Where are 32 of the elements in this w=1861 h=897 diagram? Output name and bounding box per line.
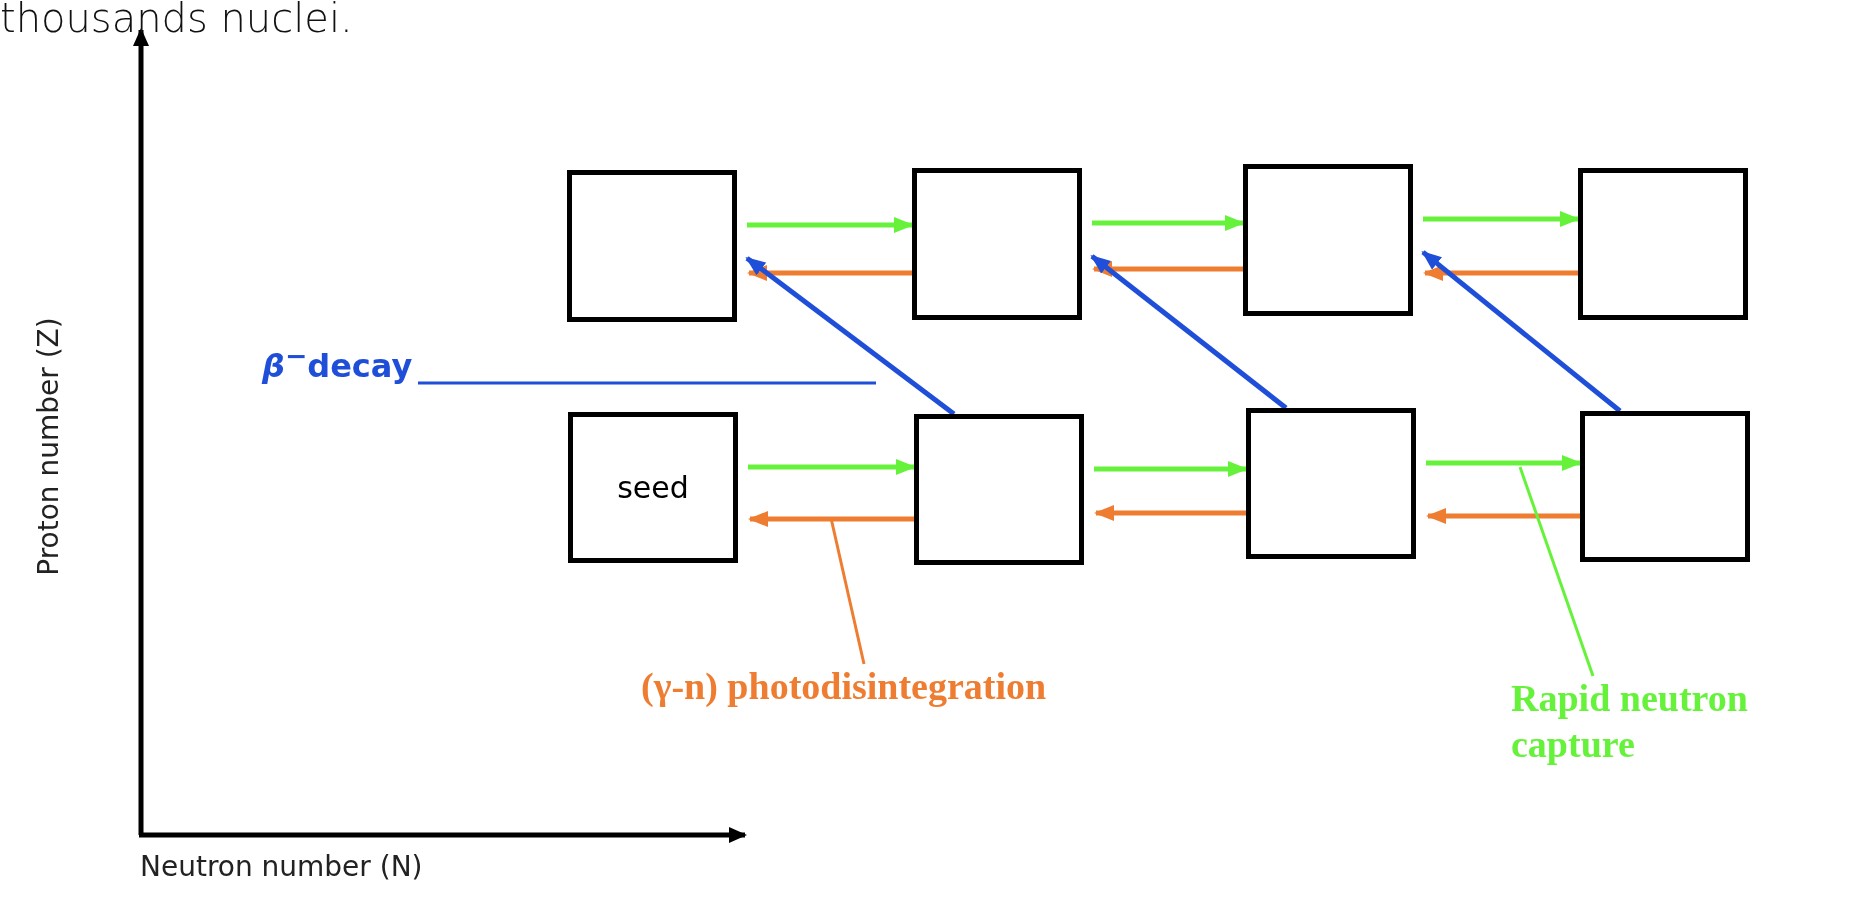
axis-label: Neutron number (N) xyxy=(140,850,423,883)
leader-line xyxy=(418,381,876,385)
arrow xyxy=(1094,505,1246,521)
nucleus-box xyxy=(567,170,737,322)
arrow xyxy=(1090,254,1288,410)
arrow xyxy=(1092,215,1245,231)
arrow xyxy=(1423,265,1578,281)
process-label: (γ-n) photodisintegration xyxy=(641,664,1081,710)
leader-line xyxy=(1518,466,1595,677)
nucleus-box xyxy=(1580,411,1750,562)
nucleus-box xyxy=(1578,168,1748,320)
arrow xyxy=(1426,508,1580,524)
axis-label: Proton number (Z) xyxy=(31,316,65,577)
process-label: β$^{−}$decay xyxy=(262,340,462,386)
arrow xyxy=(1094,461,1248,477)
nucleus-box xyxy=(914,414,1084,565)
arrow xyxy=(1092,261,1243,277)
arrow xyxy=(748,511,914,527)
nucleus-box xyxy=(1243,164,1413,316)
process-label: Rapid neutron capture xyxy=(1511,676,1861,768)
arrow xyxy=(747,217,914,233)
nucleus-box xyxy=(912,168,1082,320)
arrow xyxy=(1423,211,1580,227)
nucleus-box xyxy=(1246,408,1416,559)
box-label: seed xyxy=(617,470,689,505)
arrow xyxy=(747,265,912,281)
arrow xyxy=(1426,455,1582,471)
arrow xyxy=(1421,250,1622,413)
arrow xyxy=(748,459,916,475)
nucleus-box xyxy=(568,412,738,563)
heading-text: thousands nuclei. xyxy=(0,0,353,40)
arrow xyxy=(745,256,956,416)
